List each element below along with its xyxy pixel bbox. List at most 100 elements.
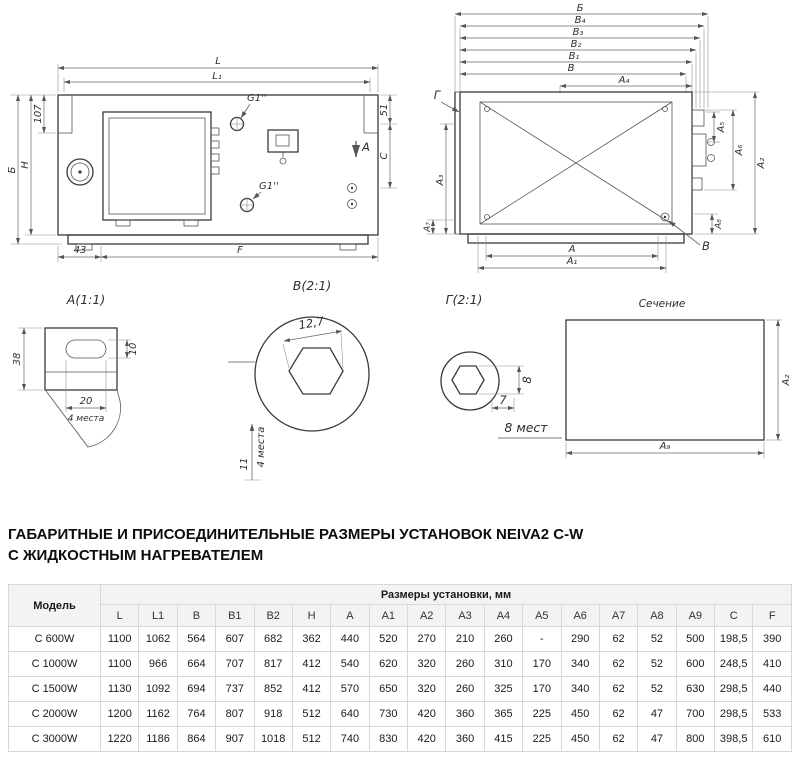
cell: 500: [675, 626, 716, 652]
col-header: H: [291, 604, 332, 627]
model-cell: C 1000W: [8, 651, 101, 677]
cell: 694: [176, 676, 217, 702]
cell: 398,5: [713, 726, 754, 752]
cell: 62: [598, 726, 639, 752]
cell: 260: [445, 676, 485, 702]
detail-g-places-label: 8 мест: [504, 420, 548, 435]
detail-b-marker-label: B: [702, 239, 710, 253]
cell: 360: [445, 701, 485, 727]
drawing-front-view: L L₁ 107 H Б 43 F 51 C: [7, 56, 397, 262]
cell: 640: [330, 701, 370, 727]
cell: 682: [253, 626, 293, 652]
cell: 170: [522, 651, 562, 677]
cell: 415: [483, 726, 524, 752]
dim-A4-label: A₄: [618, 75, 630, 86]
dim-B1-label: B₁: [569, 51, 580, 62]
cell: 260: [445, 651, 485, 677]
control-box: [102, 111, 212, 221]
dim-11-label: 11: [239, 458, 250, 471]
cell: 420: [406, 701, 447, 727]
dim-B4-label: B₄: [575, 15, 586, 26]
dim-A2-label: A₂: [781, 375, 792, 387]
dim-A6-label: A₆: [734, 145, 745, 157]
cell: 290: [560, 626, 600, 652]
cell: 1062: [138, 626, 178, 652]
col-header: C: [713, 604, 754, 627]
model-cell: C 2000W: [8, 701, 101, 727]
cell: 320: [406, 676, 447, 702]
cell: 907: [215, 726, 255, 752]
model-cell: C 3000W: [8, 726, 101, 752]
cell: 420: [406, 726, 447, 752]
cell: 564: [176, 626, 217, 652]
g1-top-label: G1'': [247, 93, 267, 104]
drawing-top-view: Б B₄ B₃ B₂ B₁ B A₄ Г: [423, 3, 767, 273]
cell: 62: [598, 676, 639, 702]
dim-A2-label: A₂: [756, 158, 767, 170]
cell: 440: [752, 676, 792, 702]
cell: 298,5: [713, 676, 754, 702]
table-row: C 1000W 1100 966 664 707 817 412 540 620…: [8, 651, 792, 677]
dim-38-label: 38: [12, 353, 23, 366]
drawing-detail-g: Г(2:1) 8 7 8 мест: [440, 292, 562, 439]
detail-g-title: Г(2:1): [446, 292, 483, 307]
dim-A3-label: A₃: [435, 175, 446, 187]
drawing-detail-b: В(2:1) 12,7 11 4 места: [228, 278, 370, 481]
cell: 730: [368, 701, 409, 727]
cell: 540: [330, 651, 370, 677]
cell: 520: [368, 626, 409, 652]
cell: 1220: [99, 726, 140, 752]
cell: 570: [330, 676, 370, 702]
dim-B-label: B: [568, 63, 575, 74]
cell: 390: [752, 626, 792, 652]
dim-L1-label: L₁: [212, 71, 222, 82]
cell: 340: [560, 651, 600, 677]
detail-g-marker-label: Г: [434, 88, 442, 102]
cell: 764: [176, 701, 217, 727]
dim-8-label: 8: [520, 376, 534, 383]
dim-A8-label: A₈: [714, 219, 724, 230]
dim-A9-label: A₉: [659, 441, 671, 452]
cell: 52: [637, 626, 677, 652]
dim-F-label: F: [237, 245, 243, 256]
cell: 737: [215, 676, 255, 702]
cell: 225: [522, 726, 562, 752]
detail-b-title: В(2:1): [293, 278, 331, 293]
cell: 310: [483, 651, 524, 677]
detail-a-places-label: 4 места: [68, 414, 105, 424]
cell: 807: [215, 701, 255, 727]
cell: 325: [483, 676, 524, 702]
cell: 1130: [99, 676, 140, 702]
dim-B-cyr-label: Б: [7, 166, 18, 173]
dim-L-label: L: [215, 56, 221, 67]
cell: 1100: [99, 651, 140, 677]
column-header-row: L L1 B B1 B2 H A A1 A2 A3 A4 A5 A6 A7 A8…: [9, 604, 792, 627]
group-header: Размеры установки, мм: [100, 584, 792, 605]
cell: 864: [176, 726, 217, 752]
dim-43-label: 43: [74, 245, 87, 256]
col-header: A8: [637, 604, 677, 627]
cell: 450: [560, 701, 600, 727]
dim-B2-label: B₂: [571, 39, 582, 50]
cell: 362: [291, 626, 332, 652]
table-row: C 1500W 1130 1092 694 737 852 412 570 65…: [8, 676, 792, 702]
cell: 1162: [138, 701, 178, 727]
cell: 412: [291, 676, 332, 702]
cell: 620: [368, 651, 409, 677]
heater-connection: [691, 133, 707, 167]
table-row: C 3000W 1220 1186 864 907 1018 512 740 8…: [8, 726, 792, 752]
table-row: C 2000W 1200 1162 764 807 918 512 640 73…: [8, 701, 792, 727]
dim-B3-label: B₃: [573, 27, 584, 38]
cell: 607: [215, 626, 255, 652]
group-header-row: Модель Размеры установки, мм: [8, 584, 792, 627]
col-header: A7: [598, 604, 639, 627]
cell: 533: [752, 701, 792, 727]
access-panel: [479, 101, 673, 225]
cell: 298,5: [713, 701, 754, 727]
cell: -: [522, 626, 562, 652]
section-a-marker-label: A: [361, 140, 370, 154]
drawing-detail-a: А(1:1) 38 10 20 4 места: [12, 292, 139, 448]
detail-b-target: [660, 212, 670, 222]
cell: 830: [368, 726, 409, 752]
